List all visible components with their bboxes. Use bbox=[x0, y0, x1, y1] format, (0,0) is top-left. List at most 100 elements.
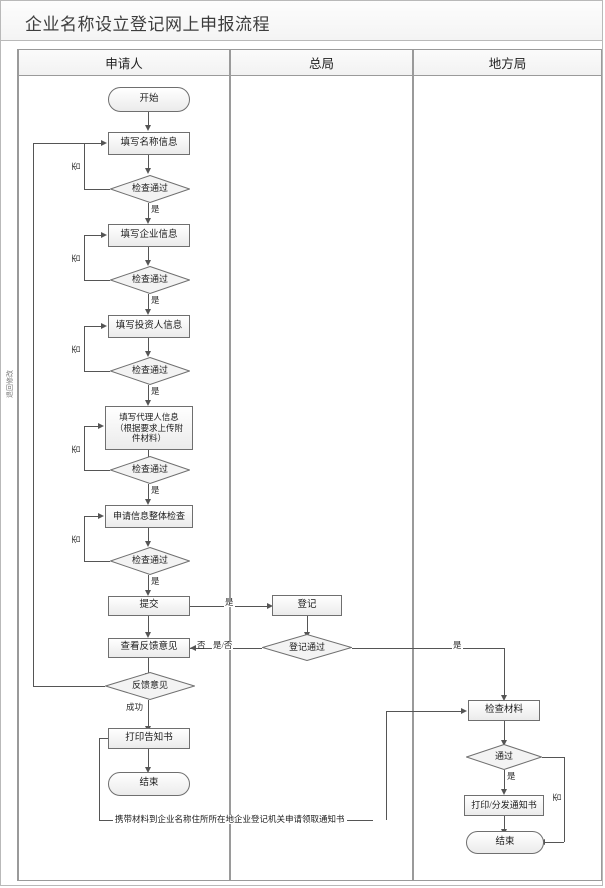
diamond-icon bbox=[110, 266, 190, 294]
edge-label-no-1: 否 bbox=[71, 160, 82, 172]
arrowhead-down bbox=[145, 260, 151, 266]
edge-register-yes-h bbox=[352, 648, 504, 649]
edge-chk1-no-h bbox=[84, 189, 110, 190]
edge-label-yes-4: 是 bbox=[150, 485, 161, 495]
edge-pass-no-h2 bbox=[545, 842, 564, 843]
arrowhead-down bbox=[501, 695, 507, 701]
arrowhead-right bbox=[98, 423, 104, 429]
left-spine-strip: 退回修改 bbox=[1, 49, 18, 881]
arrowhead-down bbox=[145, 767, 151, 773]
diamond-icon bbox=[105, 672, 195, 700]
edge-chk5-no-v bbox=[84, 516, 85, 561]
edge-chk5-yes bbox=[148, 575, 149, 591]
edge-chk2-yes bbox=[148, 294, 149, 310]
node-check2[interactable]: 检查通过 bbox=[110, 266, 190, 294]
node-check4[interactable]: 检查通过 bbox=[110, 456, 190, 484]
node-check1[interactable]: 检查通过 bbox=[110, 175, 190, 203]
edge-pass-no-v bbox=[564, 757, 565, 842]
node-end-local[interactable]: 结束 bbox=[466, 831, 544, 854]
node-feedback-decision[interactable]: 反馈意见 bbox=[105, 672, 195, 700]
edge-label-feedback-yes-no: 是/否 bbox=[212, 640, 234, 650]
edge-label-yes-2: 是 bbox=[150, 295, 161, 305]
edge-chk3-no-h2 bbox=[84, 326, 102, 327]
edge-fillname-to-chk1 bbox=[148, 155, 149, 169]
left-strip-label: 退回修改 bbox=[6, 370, 14, 398]
diamond-icon bbox=[110, 547, 190, 575]
lane-body-head-office bbox=[230, 76, 413, 881]
edge-register-to-dec bbox=[307, 616, 308, 633]
edge-chk2-no-h2 bbox=[84, 235, 102, 236]
node-fill-investor[interactable]: 填写投资人信息 bbox=[108, 315, 190, 338]
edge-chk3-no-h bbox=[84, 371, 110, 372]
edge-chk4-no-h2 bbox=[84, 426, 99, 427]
node-fill-agent-line1: 填写代理人信息 bbox=[119, 412, 179, 423]
lane-header-local-office: 地方局 bbox=[413, 49, 602, 76]
edge-feedback-success bbox=[148, 700, 149, 727]
diamond-icon bbox=[466, 744, 542, 770]
page-title: 企业名称设立登记网上申报流程 bbox=[25, 15, 270, 34]
edge-pass-no-h bbox=[542, 757, 564, 758]
node-fill-name[interactable]: 填写名称信息 bbox=[108, 132, 190, 155]
arrowhead-down bbox=[145, 400, 151, 406]
node-fill-company[interactable]: 填写企业信息 bbox=[108, 224, 190, 247]
lane-header-applicant: 申请人 bbox=[18, 49, 230, 76]
node-check4-label: 检查通过 bbox=[131, 464, 168, 475]
edge-chk3-yes bbox=[148, 385, 149, 401]
node-end-applicant[interactable]: 结束 bbox=[108, 772, 190, 796]
node-overall-check[interactable]: 申请信息整体检查 bbox=[105, 505, 193, 528]
node-pass-decision[interactable]: 通过 bbox=[466, 744, 542, 770]
node-check3-label: 检查通过 bbox=[131, 365, 168, 376]
node-submit[interactable]: 提交 bbox=[108, 596, 190, 616]
edge-label-pass-yes: 是 bbox=[506, 771, 517, 781]
diamond-icon bbox=[110, 175, 190, 203]
node-check3[interactable]: 检查通过 bbox=[110, 357, 190, 385]
node-fill-agent[interactable]: 填写代理人信息 （根据要求上传附 件材料） bbox=[105, 406, 193, 450]
edge-chk5-no-h bbox=[84, 561, 110, 562]
node-check-docs[interactable]: 检查材料 bbox=[468, 700, 540, 721]
node-register-decision[interactable]: 登记通过 bbox=[262, 634, 352, 661]
node-print-distribute[interactable]: 打印/分发通知书 bbox=[464, 795, 544, 816]
arrowhead-down bbox=[145, 632, 151, 638]
edge-label-no-2: 否 bbox=[71, 252, 82, 264]
edge-fillcompany-to-chk2 bbox=[148, 247, 149, 261]
edge-pass-yes-v bbox=[504, 770, 505, 790]
edge-register-yes-v bbox=[504, 648, 505, 696]
edge-overall-to-chk5 bbox=[148, 528, 149, 542]
diamond-icon bbox=[110, 456, 190, 484]
diamond-icon bbox=[110, 357, 190, 385]
edge-chk5-no-h2 bbox=[84, 516, 99, 517]
node-feedback-decision-label: 反馈意见 bbox=[131, 680, 168, 691]
arrowhead-down bbox=[145, 541, 151, 547]
arrowhead-right bbox=[101, 232, 107, 238]
edge-carry-h-start bbox=[99, 738, 108, 739]
edge-fillagent-to-chk4 bbox=[148, 450, 149, 461]
node-check5-label: 检查通过 bbox=[131, 555, 168, 566]
edge-checkdocs-to-pass bbox=[504, 721, 505, 741]
edge-chk1-yes bbox=[148, 203, 149, 219]
arrowhead-down bbox=[145, 499, 151, 505]
arrowhead-down bbox=[145, 218, 151, 224]
edge-feedback-return-h2 bbox=[33, 143, 84, 144]
edge-printdist-to-end bbox=[504, 816, 505, 830]
arrowhead-down bbox=[145, 351, 151, 357]
node-pass-decision-label: 通过 bbox=[494, 751, 513, 762]
lane-header-head-office: 总局 bbox=[230, 49, 413, 76]
edge-fillinvestor-to-chk3 bbox=[148, 338, 149, 352]
diamond-icon bbox=[262, 634, 352, 661]
edge-chk2-no-v bbox=[84, 235, 85, 280]
edge-label-success: 成功 bbox=[125, 702, 145, 712]
edge-carry-up-v bbox=[386, 711, 387, 820]
arrowhead-left bbox=[190, 645, 196, 651]
node-print-notice[interactable]: 打印告知书 bbox=[108, 728, 190, 749]
edge-start-to-fillname bbox=[148, 112, 149, 126]
edge-label-pass-no: 否 bbox=[552, 791, 563, 803]
node-check5[interactable]: 检查通过 bbox=[110, 547, 190, 575]
node-view-feedback[interactable]: 查看反馈意见 bbox=[108, 638, 190, 658]
node-register[interactable]: 登记 bbox=[272, 595, 342, 616]
node-check1-label: 检查通过 bbox=[131, 183, 168, 194]
edge-carry-v bbox=[99, 738, 100, 820]
node-register-decision-label: 登记通过 bbox=[288, 641, 325, 652]
arrowhead-right bbox=[461, 708, 467, 714]
node-start[interactable]: 开始 bbox=[108, 87, 190, 112]
title-bar: 企业名称设立登记网上申报流程 bbox=[1, 1, 602, 41]
